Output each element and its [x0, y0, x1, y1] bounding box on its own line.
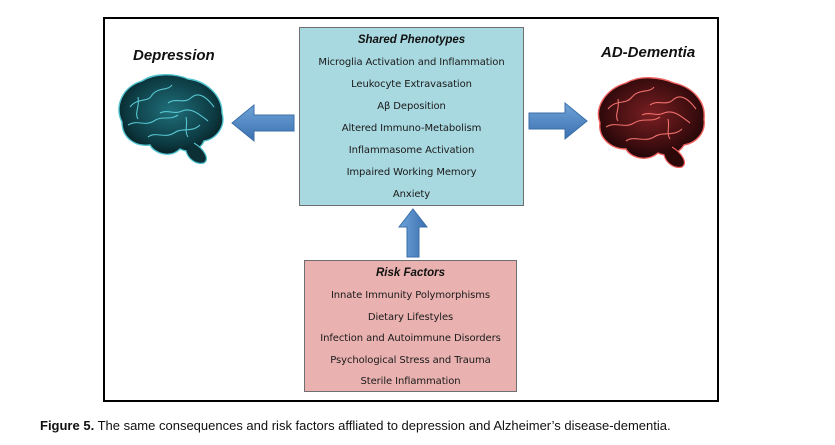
shared-phenotypes-title: Shared Phenotypes: [357, 34, 466, 46]
figure-caption: Figure 5. The same consequences and risk…: [40, 418, 830, 433]
depression-title: Depression: [133, 47, 215, 64]
arrow-left-icon: [231, 103, 295, 143]
depression-brain-icon: [118, 74, 224, 164]
arrow-right-icon: [528, 101, 588, 141]
shared-item: Aβ Deposition: [377, 101, 446, 112]
risk-item: Psychological Stress and Trauma: [330, 354, 491, 366]
shared-item: Microglia Activation and Inflammation: [318, 57, 505, 68]
risk-item: Innate Immunity Polymorphisms: [330, 290, 491, 301]
arrow-up-icon: [397, 208, 429, 258]
shared-item: Inflammasome Activation: [348, 145, 475, 156]
shared-item: Altered Immuno-Metabolism: [341, 123, 482, 134]
risk-item: Sterile Inflammation: [360, 376, 461, 387]
caption-text: The same consequences and risk factors a…: [94, 418, 671, 433]
shared-item: Impaired Working Memory: [346, 167, 477, 178]
ad-dementia-brain-icon: [597, 77, 705, 168]
risk-factors-title: Risk Factors: [375, 267, 446, 279]
risk-item: Dietary Lifestyles: [367, 311, 454, 323]
shared-item: Anxiety: [392, 189, 431, 200]
risk-factors-box: Risk Factors Innate Immunity Polymorphis…: [304, 260, 517, 392]
caption-label: Figure 5.: [40, 418, 95, 433]
risk-item: Infection and Autoimmune Disorders: [320, 333, 501, 344]
shared-phenotypes-box: Shared Phenotypes Microglia Activation a…: [299, 27, 524, 206]
ad-dementia-title: AD-Dementia: [601, 44, 696, 61]
shared-item: Leukocyte Extravasation: [351, 79, 472, 90]
